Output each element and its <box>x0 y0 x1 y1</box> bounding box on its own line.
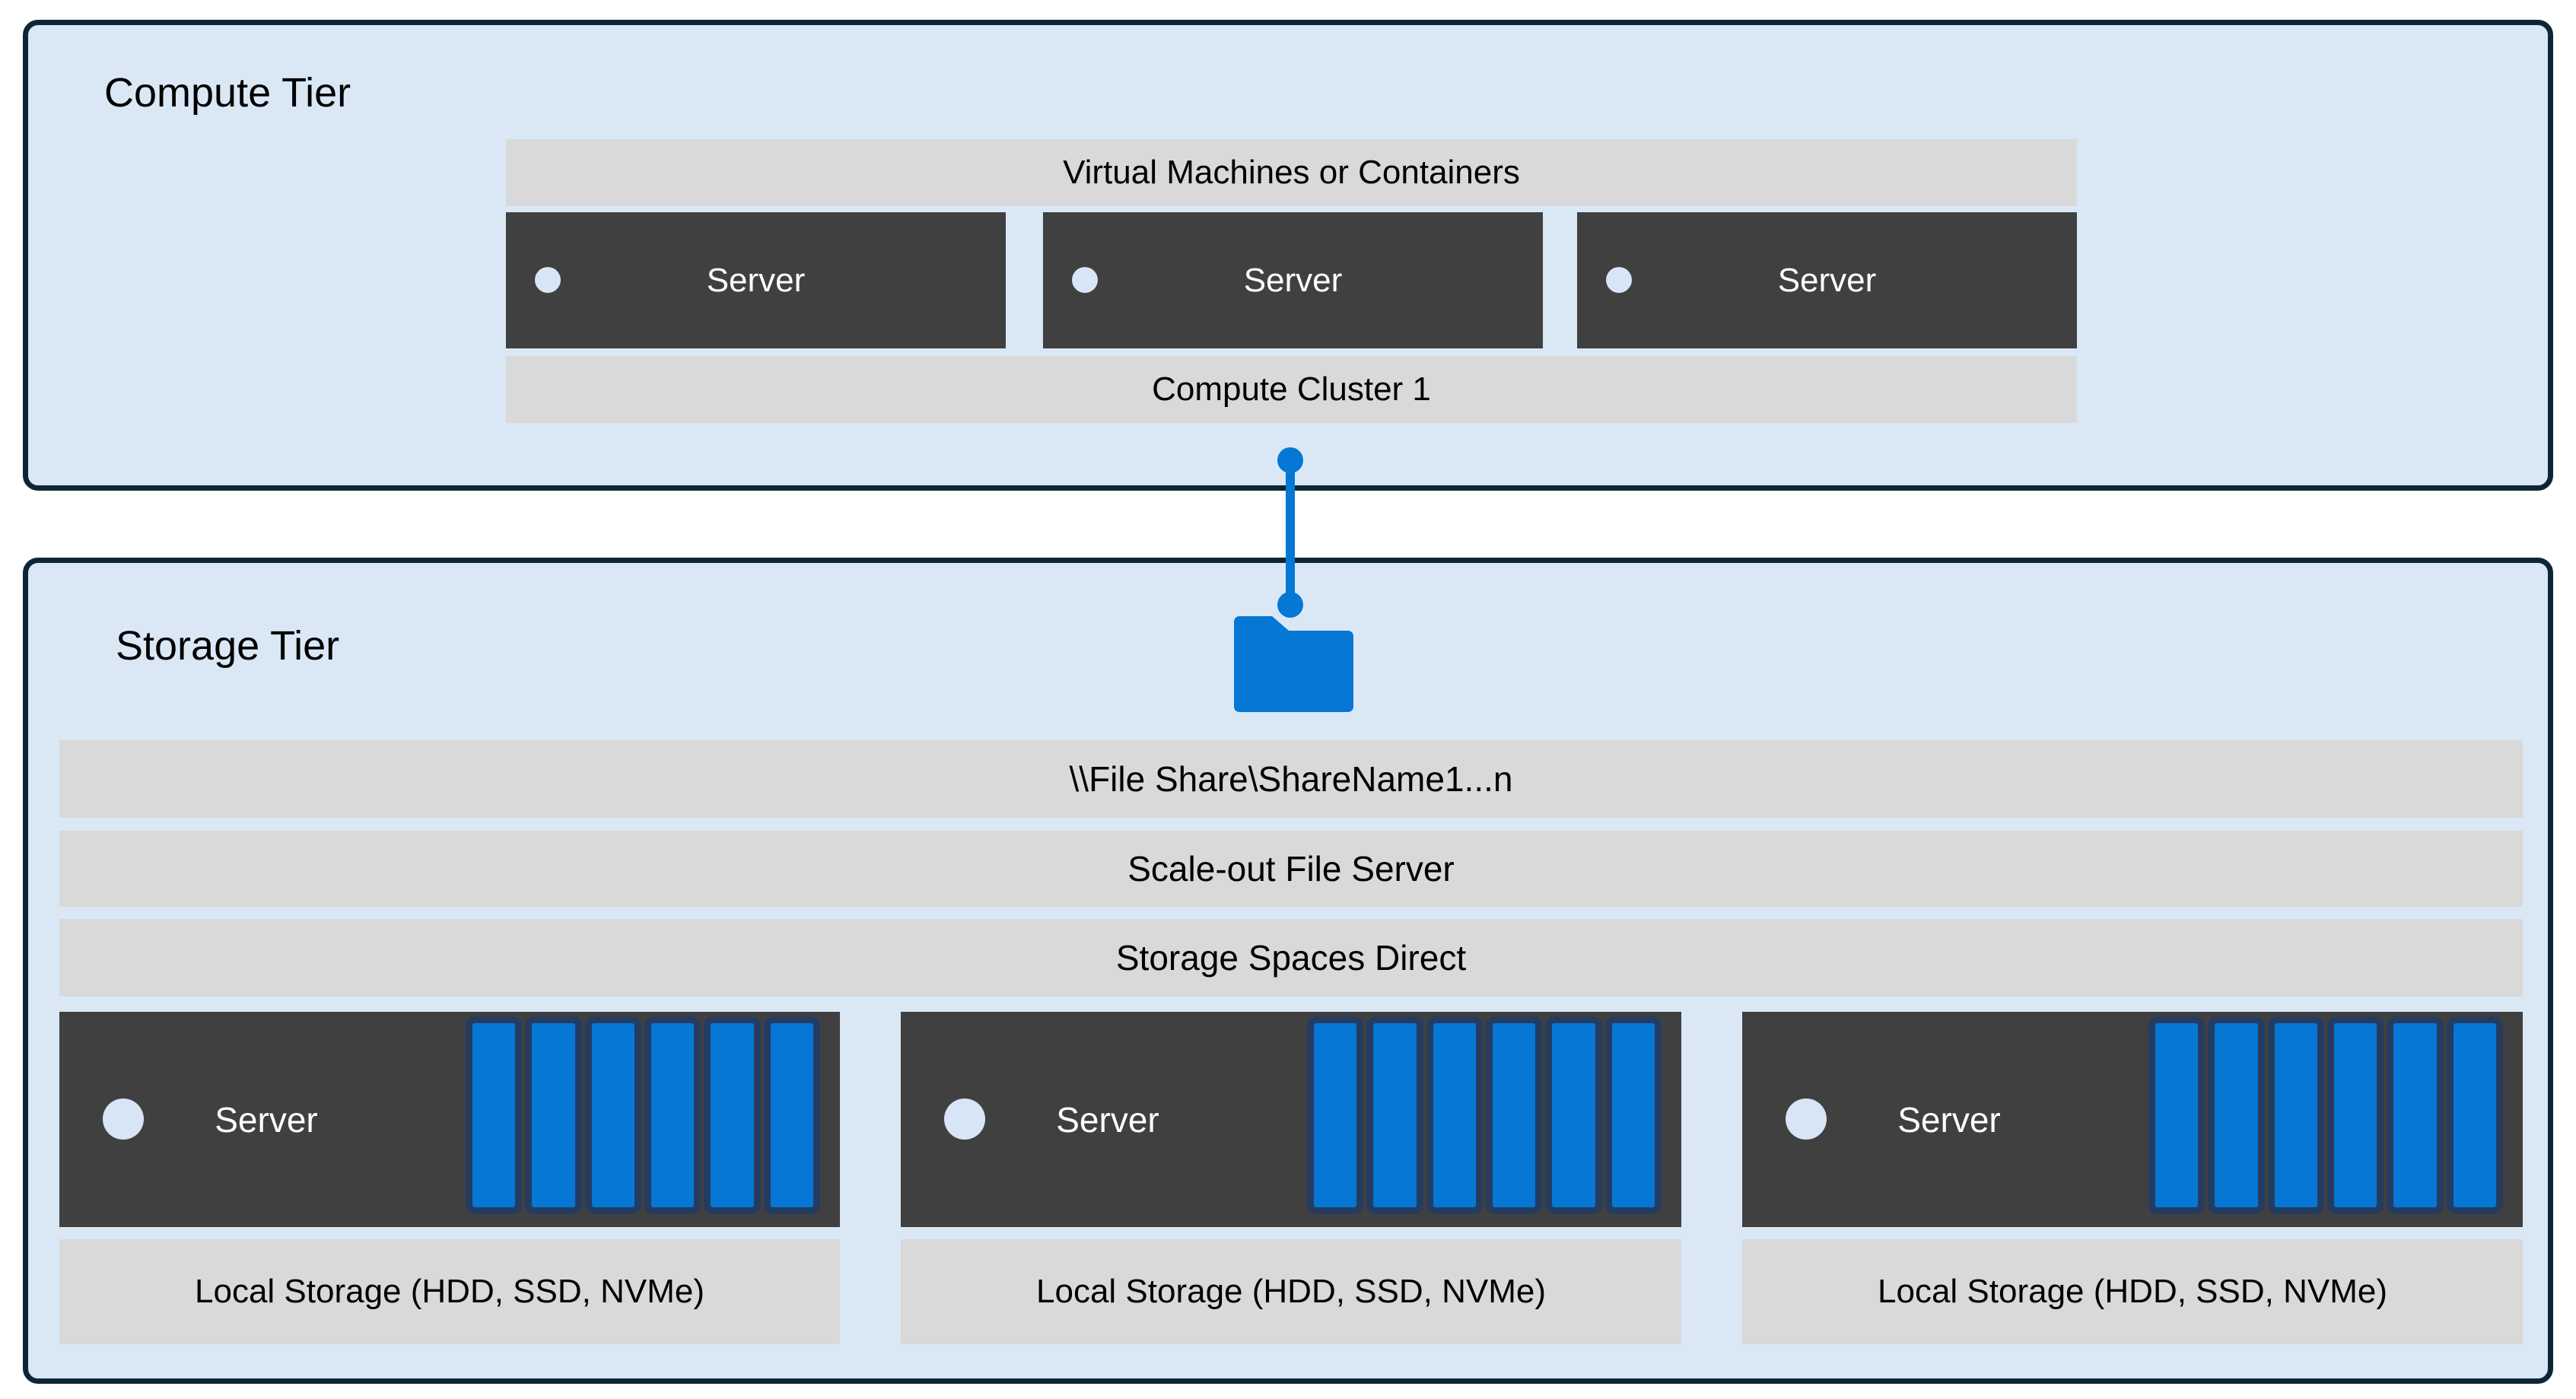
server-led-icon <box>1786 1099 1827 1140</box>
local-storage-bar-1: Local Storage (HDD, SSD, NVMe) <box>59 1239 840 1344</box>
scale-out-file-server-bar: Scale-out File Server <box>59 831 2523 907</box>
compute-cluster-bar: Compute Cluster 1 <box>506 356 2077 423</box>
disk-icon <box>2446 1016 2503 1214</box>
storage-tier-title: Storage Tier <box>116 623 340 669</box>
disk-icon <box>2267 1016 2324 1214</box>
storage-spaces-direct-bar-label: Storage Spaces Direct <box>1115 938 1467 978</box>
local-storage-bar-3: Local Storage (HDD, SSD, NVMe) <box>1742 1239 2523 1344</box>
disk-icon <box>1307 1016 1364 1214</box>
file-share-bar-label: \\File Share\ShareName1...n <box>1069 759 1513 799</box>
connector-endpoint-dot-icon <box>1277 447 1303 473</box>
storage-server-1-label: Server <box>215 1099 318 1140</box>
disk-icon <box>644 1016 701 1214</box>
vm-containers-bar-label: Virtual Machines or Containers <box>1063 154 1520 191</box>
disk-icon <box>525 1016 582 1214</box>
scale-out-file-server-bar-label: Scale-out File Server <box>1127 849 1455 889</box>
disk-array <box>466 1016 820 1214</box>
compute-cluster-bar-label: Compute Cluster 1 <box>1152 370 1431 408</box>
storage-server-2-label: Server <box>1056 1099 1159 1140</box>
server-led-icon <box>535 267 561 293</box>
disk-icon <box>1545 1016 1602 1214</box>
vm-containers-bar: Virtual Machines or Containers <box>506 139 2077 206</box>
storage-server-3-label: Server <box>1897 1099 2001 1140</box>
server-led-icon <box>103 1099 144 1140</box>
connector-endpoint-dot-icon <box>1277 592 1303 618</box>
disk-icon <box>2208 1016 2265 1214</box>
local-storage-bar-2: Local Storage (HDD, SSD, NVMe) <box>901 1239 1681 1344</box>
disk-icon <box>1604 1016 1662 1214</box>
compute-server-1: Server <box>506 212 1006 348</box>
compute-server-3: Server <box>1577 212 2077 348</box>
disk-icon <box>2148 1016 2206 1214</box>
storage-server-3: Server <box>1742 1012 2523 1227</box>
storage-spaces-direct-bar: Storage Spaces Direct <box>59 919 2523 997</box>
server-led-icon <box>944 1099 985 1140</box>
disk-array <box>2148 1016 2503 1214</box>
disk-icon <box>466 1016 523 1214</box>
compute-server-3-label: Server <box>1777 261 1877 299</box>
disk-array <box>1307 1016 1662 1214</box>
disk-icon <box>584 1016 641 1214</box>
storage-server-1: Server <box>59 1012 840 1227</box>
disk-icon <box>1485 1016 1543 1214</box>
compute-tier-title: Compute Tier <box>104 70 351 116</box>
disk-icon <box>2326 1016 2384 1214</box>
storage-server-2: Server <box>901 1012 1681 1227</box>
local-storage-bar-1-label: Local Storage (HDD, SSD, NVMe) <box>195 1273 704 1310</box>
server-led-icon <box>1606 267 1632 293</box>
compute-server-1-label: Server <box>706 261 806 299</box>
file-share-bar: \\File Share\ShareName1...n <box>59 740 2523 818</box>
disk-icon <box>2387 1016 2444 1214</box>
disk-icon <box>1426 1016 1483 1214</box>
file-share-folder-icon <box>1234 616 1353 712</box>
compute-tier-box: Compute Tier Virtual Machines or Contain… <box>23 20 2553 491</box>
local-storage-bar-3-label: Local Storage (HDD, SSD, NVMe) <box>1878 1273 2387 1310</box>
compute-server-2-label: Server <box>1243 261 1343 299</box>
compute-server-2: Server <box>1043 212 1543 348</box>
compute-to-storage-connector <box>1286 460 1295 605</box>
local-storage-bar-2-label: Local Storage (HDD, SSD, NVMe) <box>1036 1273 1546 1310</box>
disk-icon <box>1366 1016 1423 1214</box>
server-led-icon <box>1072 267 1098 293</box>
disk-icon <box>704 1016 761 1214</box>
disk-icon <box>763 1016 820 1214</box>
